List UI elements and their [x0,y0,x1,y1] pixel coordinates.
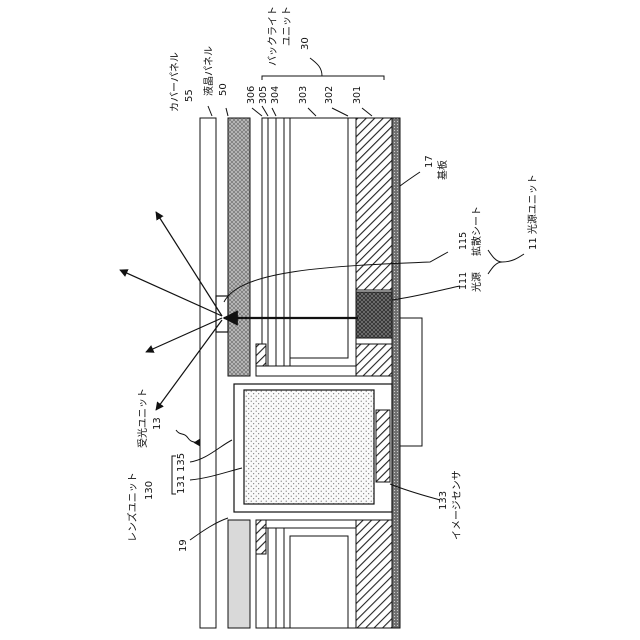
svg-text:131: 131 [176,475,187,494]
svg-text:302: 302 [324,86,335,104]
label-13: 13 [152,417,163,430]
label-304: 304 [270,86,281,104]
reflector-301-mid [356,344,392,376]
label-light-source: 光源 [470,272,483,292]
lens-element [244,390,374,504]
backlight-upper [256,118,356,376]
label-cover-panel: カバーパネル [169,52,181,112]
svg-text:ユニット: ユニット [282,6,293,46]
svg-text:115: 115 [458,232,469,250]
svg-text:受光ユニット: 受光ユニット [136,388,149,448]
light-unit-brace [488,250,502,274]
backlight-brace [262,58,384,80]
label-image-sensor: イメージセンサ [451,470,463,540]
label-302: 302 [324,86,335,104]
label-lcd-num: 50 [218,83,229,96]
svg-text:19: 19 [178,539,189,552]
image-sensor [376,410,390,482]
label-backlight2: ユニット [282,6,293,46]
svg-text:303: 303 [298,86,309,104]
svg-text:11 光源ユニット: 11 光源ユニット [526,174,539,250]
light-source [356,292,392,338]
substrate [392,118,400,628]
svg-text:カバーパネル: カバーパネル [169,52,181,112]
leader-111 [392,286,460,300]
label-light-receiving: 受光ユニット [136,388,149,448]
leader-13 [176,430,200,446]
svg-text:50: 50 [218,83,229,96]
lens-gray-area [228,520,250,628]
cover-panel [200,118,216,628]
label-backlight-num: 30 [300,37,311,50]
label-19: 19 [178,539,189,552]
svg-text:基板: 基板 [436,160,449,180]
label-305: 305 [258,86,269,104]
backlight-lower [256,520,392,628]
label-17: 17 [424,155,435,168]
label-substrate: 基板 [436,160,449,180]
svg-text:301: 301 [352,86,363,104]
svg-text:130: 130 [144,481,155,500]
label-115: 115 [458,232,469,250]
label-light-unit: 11 光源ユニット [526,174,539,250]
svg-text:30: 30 [300,37,311,50]
svg-text:バックライト: バックライト [267,6,279,66]
svg-text:111: 111 [458,272,469,290]
svg-text:液晶パネル: 液晶パネル [202,46,215,96]
label-lens-unit: レンズユニット [126,472,139,542]
svg-text:135: 135 [176,453,187,472]
svg-text:55: 55 [184,89,195,102]
layer-leaders [208,106,372,116]
label-133: 133 [438,491,449,510]
svg-text:イメージセンサ: イメージセンサ [451,470,463,540]
label-111: 111 [458,272,469,290]
label-backlight: バックライト [267,6,279,66]
label-306: 306 [246,86,257,104]
svg-text:レンズユニット: レンズユニット [126,472,139,542]
svg-text:306: 306 [246,86,257,104]
label-131: 131 [176,475,187,494]
svg-text:光源: 光源 [470,272,483,292]
svg-text:拡散シート: 拡散シート [470,206,483,256]
light-unit-leader [502,254,524,262]
label-130: 130 [144,481,155,500]
label-303: 303 [298,86,309,104]
svg-text:305: 305 [258,86,269,104]
svg-text:304: 304 [270,86,281,104]
label-cover-num: 55 [184,89,195,102]
svg-text:133: 133 [438,491,449,510]
label-301: 301 [352,86,363,104]
lcd-panel [228,118,250,376]
leader-17 [400,172,420,186]
svg-text:13: 13 [152,417,163,430]
connector-wire [400,318,422,446]
label-diffuse-sheet: 拡散シート [470,206,483,256]
label-lcd-panel: 液晶パネル [202,46,215,96]
svg-text:17: 17 [424,155,435,168]
label-135: 135 [176,453,187,472]
